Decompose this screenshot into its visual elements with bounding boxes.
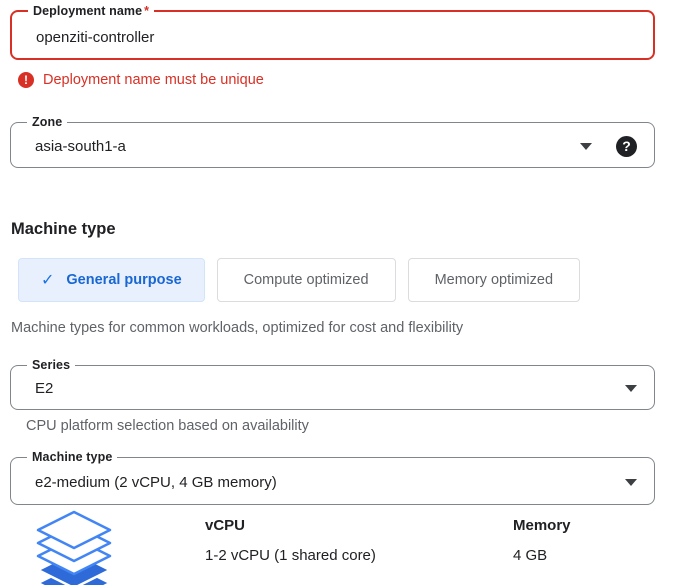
required-asterisk: * <box>144 4 150 18</box>
vcpu-header: vCPU <box>205 517 246 534</box>
tab-memory-optimized[interactable]: Memory optimized <box>407 258 581 302</box>
vcpu-column: vCPU 1-2 vCPU (1 shared core) <box>205 507 513 564</box>
zone-select[interactable]: Zone asia-south1-a ? <box>10 114 655 168</box>
deployment-name-error: ! Deployment name must be unique <box>18 72 264 88</box>
series-label: Series <box>27 357 76 373</box>
zone-value: asia-south1-a <box>35 137 126 155</box>
deployment-name-label-text: Deployment name <box>33 4 143 18</box>
tab-general-purpose-label: General purpose <box>66 272 182 288</box>
series-label-text: Series <box>32 358 71 372</box>
machine-spec-row: vCPU 1-2 vCPU (1 shared core) Memory 4 G… <box>0 507 680 585</box>
check-icon: ✓ <box>41 272 55 289</box>
tab-compute-optimized[interactable]: Compute optimized <box>216 258 396 302</box>
deployment-name-input[interactable] <box>36 28 636 46</box>
tab-compute-optimized-label: Compute optimized <box>243 272 369 288</box>
memory-value: 4 GB <box>513 547 548 564</box>
dropdown-arrow-icon <box>580 142 592 150</box>
dropdown-arrow-icon <box>625 385 637 392</box>
machine-type-label: Machine type <box>27 449 118 465</box>
machine-type-heading: Machine type <box>11 220 116 238</box>
zone-label-text: Zone <box>32 115 63 129</box>
vcpu-value: 1-2 vCPU (1 shared core) <box>205 547 376 564</box>
memory-header: Memory <box>513 517 571 534</box>
tab-general-purpose[interactable]: ✓ General purpose <box>18 258 205 302</box>
tab-memory-optimized-label: Memory optimized <box>434 272 554 288</box>
zone-label: Zone <box>27 114 68 130</box>
error-icon: ! <box>18 72 34 88</box>
machine-type-description: Machine types for common workloads, opti… <box>11 320 464 336</box>
series-select[interactable]: Series E2 <box>10 357 655 410</box>
machine-type-value: e2-medium (2 vCPU, 4 GB memory) <box>35 473 277 491</box>
machine-type-label-text: Machine type <box>32 450 113 464</box>
cpu-platform-helper: CPU platform selection based on availabi… <box>26 418 309 434</box>
error-message-text: Deployment name must be unique <box>43 72 264 88</box>
dropdown-arrow-icon <box>625 478 637 486</box>
series-value: E2 <box>35 380 54 397</box>
memory-column: Memory 4 GB <box>513 507 571 564</box>
zone-help-icon[interactable]: ? <box>616 135 637 157</box>
machine-type-select[interactable]: Machine type e2-medium (2 vCPU, 4 GB mem… <box>10 449 655 505</box>
machine-family-tabs: ✓ General purpose Compute optimized Memo… <box>18 258 581 302</box>
deployment-name-label: Deployment name* <box>28 3 155 19</box>
deployment-name-field[interactable]: Deployment name* <box>10 3 655 60</box>
machine-family-icon <box>35 507 115 585</box>
